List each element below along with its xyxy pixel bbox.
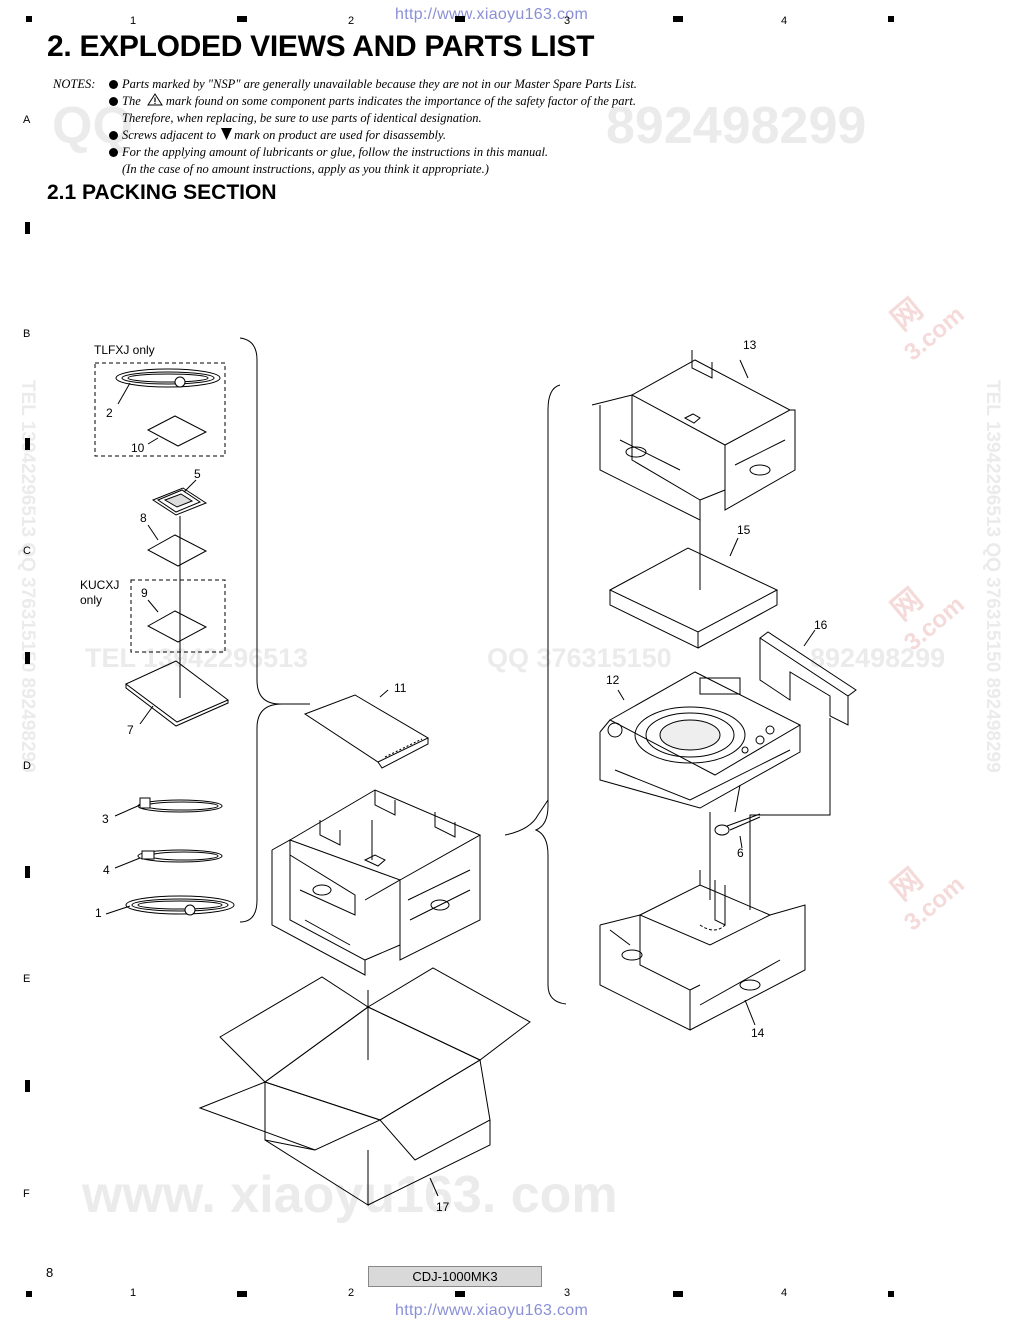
bullet-icon xyxy=(109,148,118,157)
group-brace-lower xyxy=(239,703,310,923)
part-label-11: 11 xyxy=(394,681,407,695)
row-letter-b: B xyxy=(23,328,31,340)
sheet-9 xyxy=(146,610,208,643)
column-number-4-bottom: 4 xyxy=(781,1287,788,1299)
row-letter-d: D xyxy=(23,760,31,772)
column-number-3-bottom: 3 xyxy=(564,1287,571,1299)
player-unit-12 xyxy=(599,671,802,809)
group-brace-right xyxy=(534,384,567,1005)
cable-3 xyxy=(114,797,223,817)
tray-15 xyxy=(608,537,779,649)
part-label-1: 1 xyxy=(95,906,102,920)
manual-7 xyxy=(125,660,229,723)
bag-11 xyxy=(303,689,430,769)
model-name: CDJ-1000MK3 xyxy=(368,1266,542,1287)
cushion-bottom-14 xyxy=(599,870,806,1031)
note-line: For the applying amount of lubricants or… xyxy=(109,144,809,161)
part-label-7: 7 xyxy=(127,723,134,737)
sheet-8 xyxy=(146,534,208,567)
note-line: (In the case of no amount instructions, … xyxy=(122,162,489,176)
carton-17 xyxy=(198,967,531,1206)
power-cord-1 xyxy=(105,895,235,916)
column-number-2: 2 xyxy=(348,15,355,27)
label-tlfxj-only: TLFXJ only xyxy=(94,343,155,357)
bottom-url: http://www.xiaoyu163.com xyxy=(395,1302,589,1319)
column-mark xyxy=(455,1291,465,1297)
note-line: Therefore, when replacing, be sure to us… xyxy=(122,111,482,125)
notes-label: NOTES: xyxy=(53,77,96,91)
page-title: 2. EXPLODED VIEWS AND PARTS LIST xyxy=(47,30,595,63)
column-number-1-bottom: 1 xyxy=(130,1287,137,1299)
column-mark xyxy=(673,16,683,22)
cable-4 xyxy=(114,849,223,869)
column-number-4: 4 xyxy=(781,15,788,27)
note-line: The mark found on some component parts i… xyxy=(109,93,809,110)
watermark-qq: QQ xyxy=(52,97,133,155)
part-label-10: 10 xyxy=(131,441,145,455)
watermark-qq-line-right: 892498299 xyxy=(810,643,946,673)
part-label-16: 16 xyxy=(814,618,828,632)
part-label-3: 3 xyxy=(102,812,109,826)
column-mark xyxy=(237,1291,247,1297)
section-title: 2.1 PACKING SECTION xyxy=(47,181,277,204)
corner-mark xyxy=(26,1291,32,1297)
sheet-10 xyxy=(146,415,208,447)
part-label-6: 6 xyxy=(737,846,744,860)
part-label-8: 8 xyxy=(140,511,147,525)
column-mark xyxy=(455,16,465,22)
page-number: 8 xyxy=(46,1265,54,1280)
row-mark xyxy=(25,652,30,664)
bullet-icon xyxy=(109,131,118,140)
part-label-2: 2 xyxy=(106,406,113,420)
row-mark xyxy=(25,438,30,450)
part-label-15: 15 xyxy=(737,523,751,537)
warning-triangle-icon xyxy=(146,93,163,106)
board-16 xyxy=(759,629,857,726)
kucxj-group-box xyxy=(130,579,226,653)
column-mark xyxy=(673,1291,683,1297)
row-letter-e: E xyxy=(23,973,31,985)
connector-brace xyxy=(504,799,549,836)
power-cord-2 xyxy=(115,368,221,405)
group-brace-upper xyxy=(239,337,310,705)
watermark-website: www. xiaoyu163. com xyxy=(82,1166,618,1224)
row-mark xyxy=(25,1080,30,1092)
watermark-tel: TEL 13942296513 xyxy=(85,643,309,673)
note-line: Screws adjacent to mark on product are u… xyxy=(109,127,809,144)
row-mark xyxy=(25,222,30,234)
cushion-lower-left xyxy=(271,789,482,976)
part-label-5: 5 xyxy=(194,467,201,481)
row-letter-f: F xyxy=(23,1188,30,1200)
part-label-9: 9 xyxy=(141,586,148,600)
part-label-13: 13 xyxy=(743,338,757,352)
row-letter-c: C xyxy=(23,545,31,557)
column-number-3: 3 xyxy=(564,15,571,27)
note-line: Parts marked by "NSP" are generally unav… xyxy=(109,76,809,93)
down-triangle-icon xyxy=(221,128,233,140)
row-letter-a: A xyxy=(23,114,31,126)
corner-mark xyxy=(888,1291,894,1297)
column-number-2-bottom: 2 xyxy=(348,1287,355,1299)
item-5 xyxy=(151,479,208,516)
bullet-icon xyxy=(109,80,118,89)
watermark-qq-number: 892498299 xyxy=(606,97,867,155)
corner-mark xyxy=(26,16,32,22)
watermark-qq-line: QQ 376315150 xyxy=(487,643,672,673)
corner-mark xyxy=(888,16,894,22)
part-label-17: 17 xyxy=(436,1200,450,1214)
tlfxj-group-box xyxy=(94,362,226,457)
tool-6 xyxy=(714,784,761,849)
column-number-1: 1 xyxy=(130,15,137,27)
part-label-4: 4 xyxy=(103,863,110,877)
bullet-icon xyxy=(109,97,118,106)
part-label-14: 14 xyxy=(751,1026,765,1040)
part-label-12: 12 xyxy=(606,673,620,687)
column-mark xyxy=(237,16,247,22)
cushion-top-13 xyxy=(591,350,796,521)
top-url: http://www.xiaoyu163.com xyxy=(395,6,589,23)
label-kucxj-only: KUCXJ only xyxy=(80,578,120,607)
row-mark xyxy=(25,866,30,878)
